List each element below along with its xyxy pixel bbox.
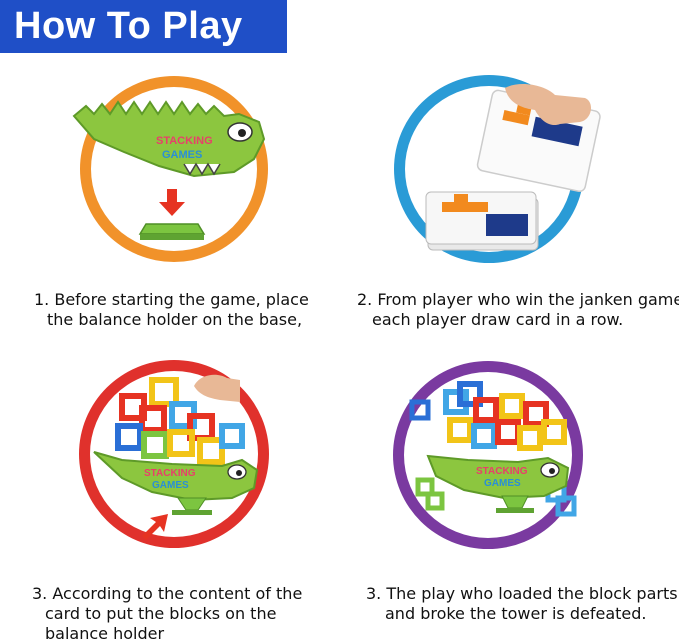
svg-text:GAMES: GAMES [484, 478, 521, 489]
step3-line2: card to put the blocks on the [45, 604, 277, 623]
step2-line2: each player draw card in a row. [372, 310, 624, 329]
up-arrow-icon [142, 514, 168, 540]
card-deck-icon [425, 191, 539, 251]
step4-caption: 3. The play who loaded the block parts a… [366, 584, 678, 624]
step2-caption: 2. From player who win the janken game, … [357, 290, 679, 330]
svg-text:STACKING: STACKING [144, 468, 196, 479]
step3-line3: balance holder [45, 624, 165, 643]
base-icon [138, 223, 206, 235]
how-to-play-banner: How To Play [0, 0, 287, 53]
step3-caption: 3. According to the content of the card … [32, 584, 302, 644]
hand-icon [505, 84, 592, 126]
step1-line2: the balance holder on the base, [47, 310, 303, 329]
step4-ring [393, 361, 583, 549]
croc-balance-holder-icon [72, 100, 266, 178]
step3-line1: 3. According to the content of the [32, 584, 303, 603]
croc-balance-holder-icon [426, 454, 570, 500]
step3-illustration: STACKING GAMES [93, 374, 259, 540]
step1-line1: 1. Before starting the game, place [34, 290, 309, 309]
croc-balance-holder-icon [93, 451, 259, 502]
step1-ring [80, 76, 268, 262]
down-arrow-icon [159, 189, 185, 216]
svg-text:GAMES: GAMES [162, 149, 202, 161]
step2-illustration [425, 84, 601, 251]
hand-icon [194, 374, 240, 402]
stacked-blocks-icon [115, 377, 245, 465]
step4-illustration: STACKING GAMES [409, 381, 577, 517]
step1-illustration: STACKING GAMES [72, 100, 266, 240]
svg-text:STACKING: STACKING [476, 466, 528, 477]
toppling-blocks-icon [409, 381, 577, 517]
step1-caption: 1. Before starting the game, place the b… [34, 290, 309, 330]
svg-text:GAMES: GAMES [152, 480, 189, 491]
step4-line1: 3. The play who loaded the block parts [366, 584, 678, 603]
step3-ring [79, 360, 269, 548]
svg-text:STACKING: STACKING [156, 135, 213, 147]
step2-line1: 2. From player who win the janken game, [357, 290, 679, 309]
step4-line2: and broke the tower is defeated. [385, 604, 647, 623]
